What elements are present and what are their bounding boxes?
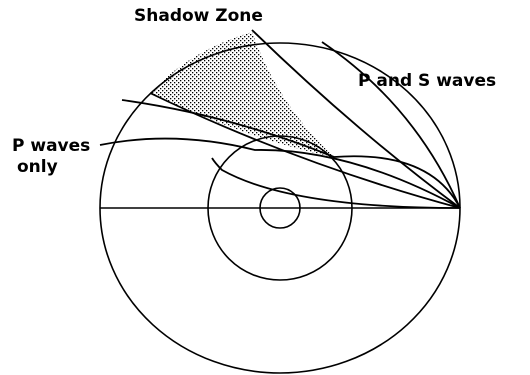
wave-ray-s-outermost — [321, 41, 461, 209]
wave-ray-p-core-upper — [99, 137, 461, 209]
shadow-zone-region — [150, 32, 334, 157]
wave-ray-p-refracted — [121, 99, 461, 209]
wave-ray-p-core-lower — [211, 157, 461, 209]
wave-ray-s-second — [251, 29, 461, 209]
label-p-and-s-waves: P and S waves — [358, 71, 496, 91]
label-p-waves-line1: P waves — [12, 136, 90, 156]
label-shadow-zone: Shadow Zone — [134, 6, 263, 26]
label-p-waves-line2: only — [17, 157, 58, 177]
